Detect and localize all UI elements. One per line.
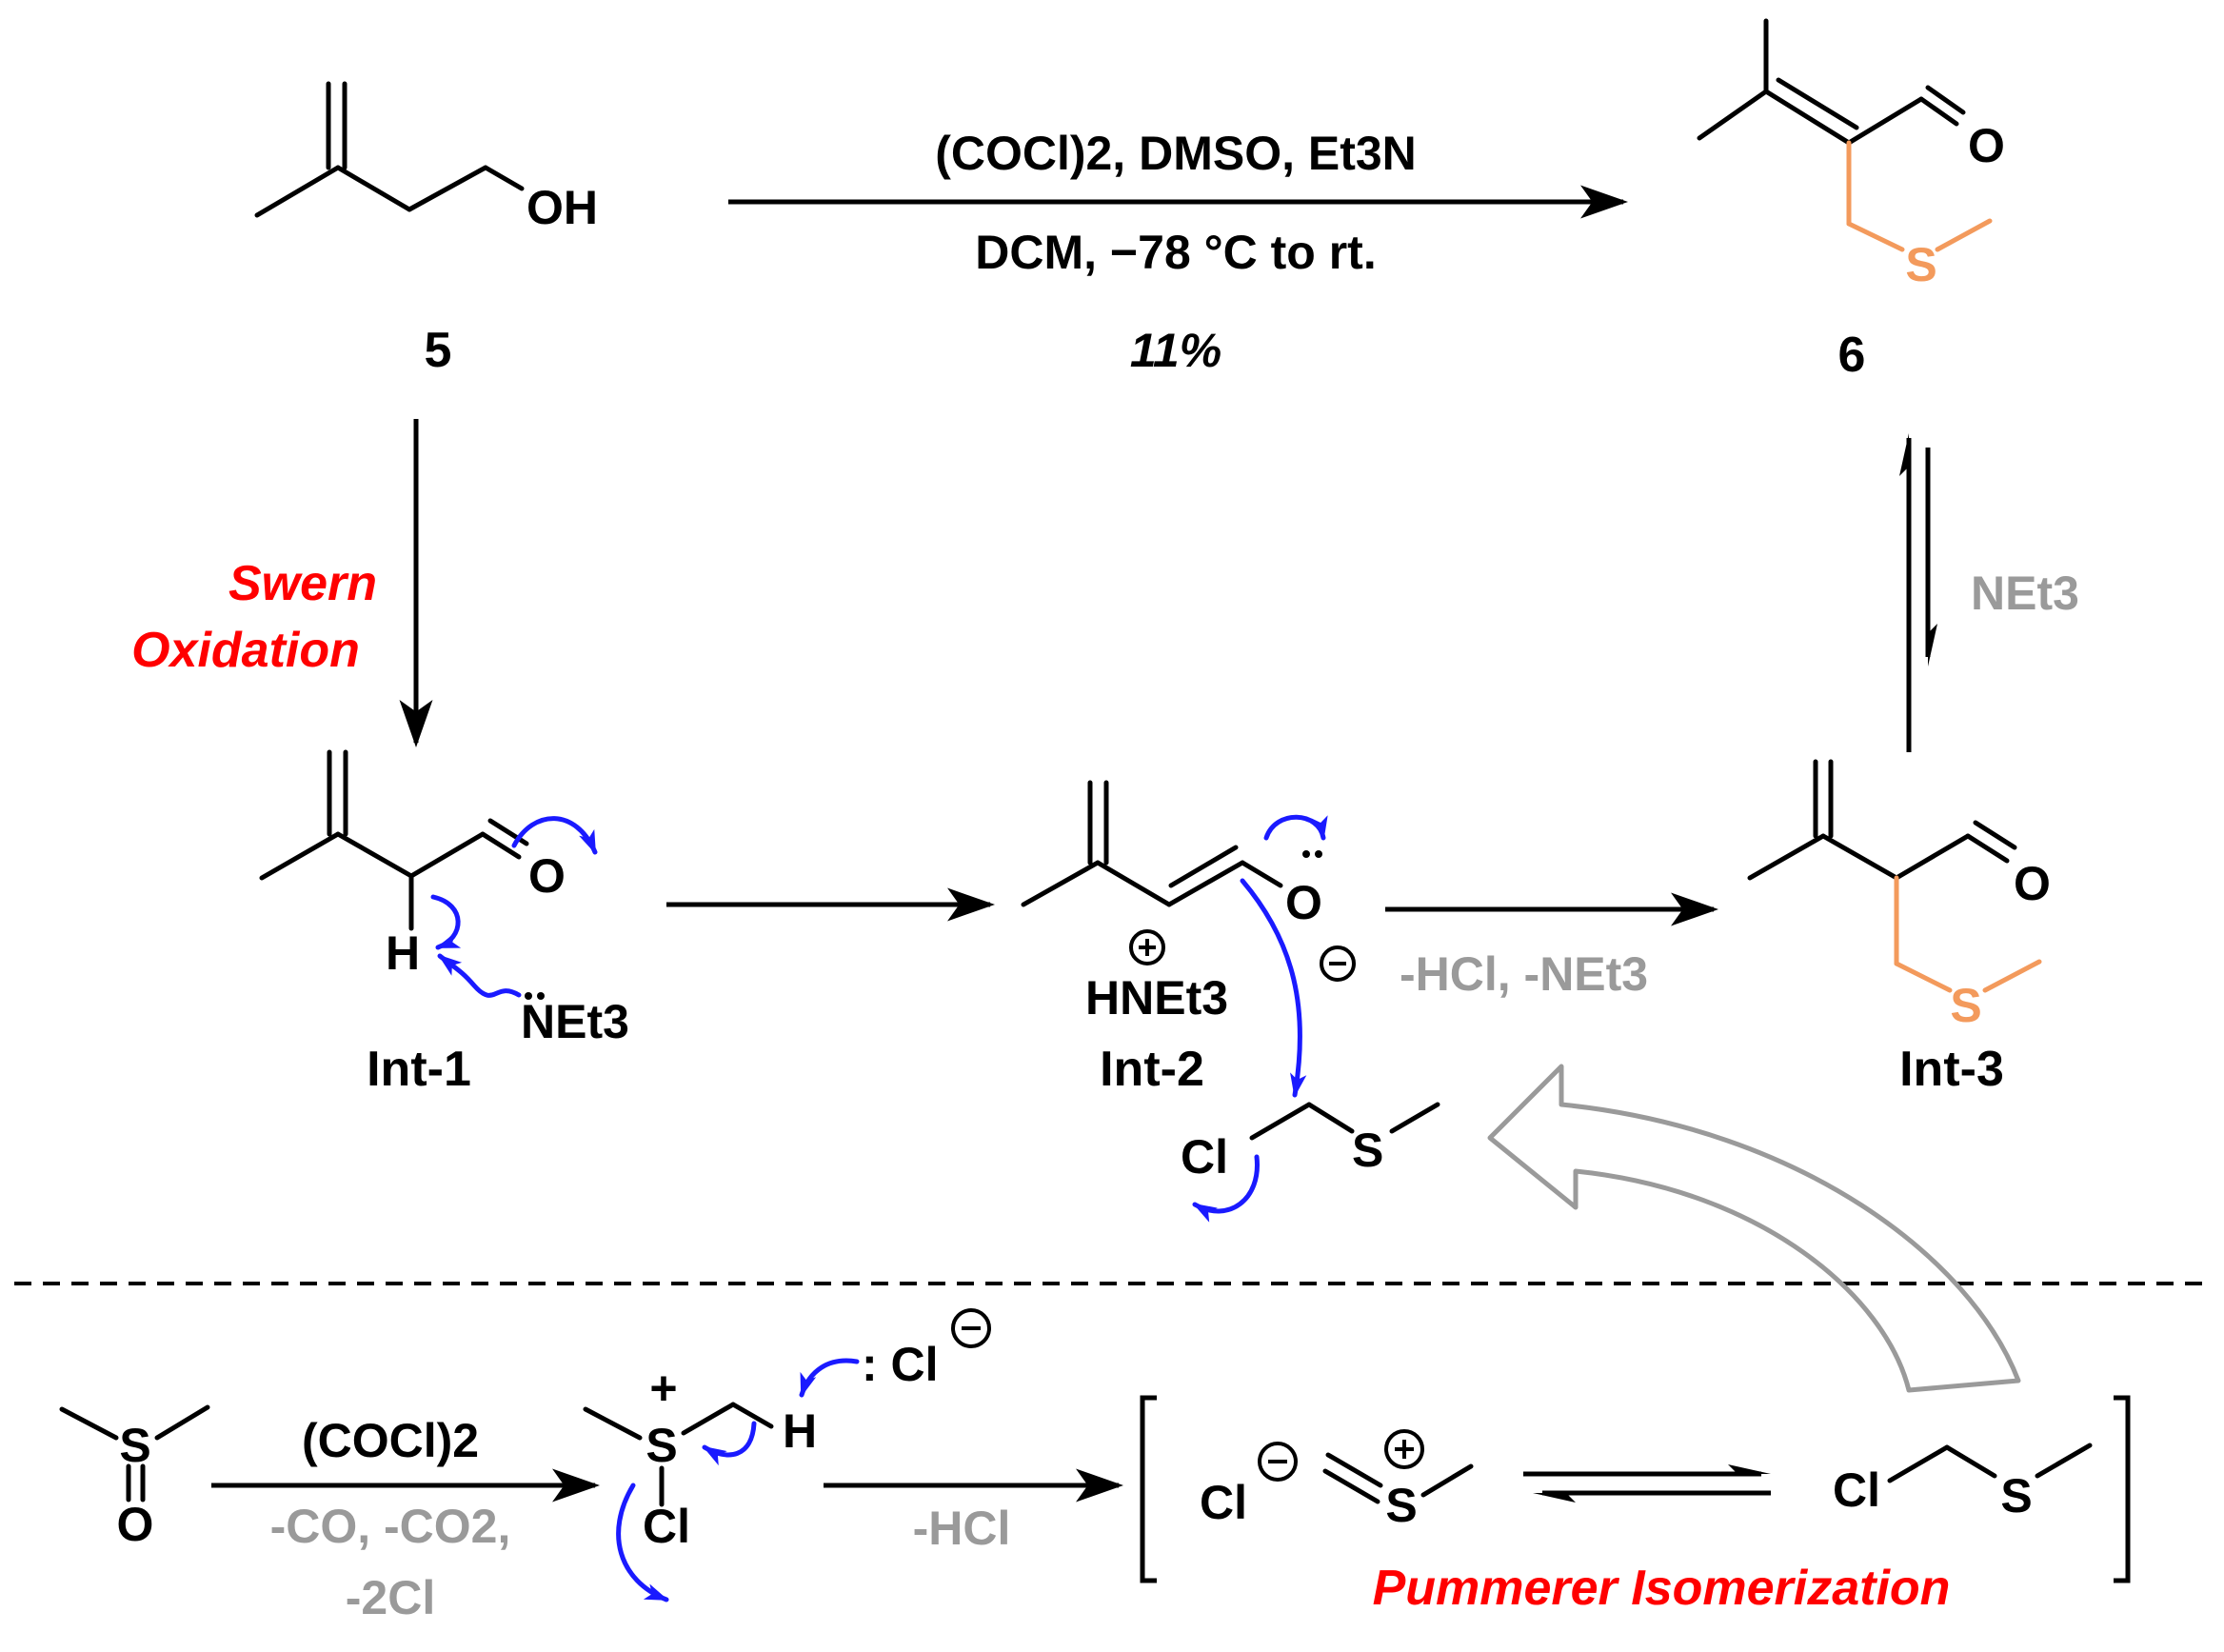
compound-6-label: 6 <box>1838 328 1866 383</box>
chlorosulfonium-sulfur: S <box>645 1419 677 1472</box>
chloromethyl-sulfur: S <box>1352 1124 1383 1177</box>
int-2-triethylammonium: HNEt3 <box>1085 971 1228 1025</box>
swern-label-line2: Oxidation <box>131 623 360 678</box>
left-bracket <box>1140 1395 1157 1583</box>
int-1-curly-arrows <box>430 816 598 998</box>
int-1-oxygen: O <box>528 849 566 903</box>
dmso-oxygen: O <box>117 1498 154 1551</box>
int-1-triethylamine: NEt3 <box>521 995 629 1048</box>
positive-charge-icon <box>1129 929 1165 965</box>
int3-6-equilibrium-arrows <box>1899 433 1937 752</box>
top-conditions: DCM, −78 °C to rt. <box>975 226 1376 279</box>
lone-pair-dot <box>1302 850 1310 858</box>
chloromethyl-chlorine: Cl <box>1181 1130 1228 1184</box>
int-1-hydrogen: H <box>386 926 420 980</box>
int-3-bonds <box>1747 759 2042 993</box>
compound-5-label: 5 <box>425 323 452 378</box>
int-3-sulfur: S <box>1950 979 1981 1032</box>
swern-label-line1: Swern <box>228 556 377 611</box>
pummerer-product: Cl S <box>1833 1443 2093 1523</box>
thionium-sulfur: S <box>1385 1479 1417 1532</box>
int-1-label: Int-1 <box>367 1042 471 1097</box>
int-2-bonds <box>1021 780 1283 907</box>
thionium-ion-pair: Cl S <box>1200 1429 1474 1532</box>
lone-pair-dot <box>525 992 532 1000</box>
right-bracket <box>2114 1395 2131 1583</box>
int2-int3-byproducts: -HCl, -NEt3 <box>1400 947 1648 1001</box>
equilibrium-reagent: NEt3 <box>1971 567 2079 620</box>
chlorosulfonium: S + Cl H : Cl <box>583 1308 991 1602</box>
chloromethyl-sulfide: Cl S <box>1181 1102 1440 1184</box>
lone-pair-dot <box>1315 850 1322 858</box>
compound-5-bonds <box>254 81 525 218</box>
elimination-byproduct: -HCl <box>913 1502 1011 1555</box>
int-2-label: Int-2 <box>1100 1042 1204 1097</box>
int-1-bonds <box>259 749 529 931</box>
pummerer-label: Pummerer Isomerization <box>1373 1561 1951 1616</box>
thionium-chloride: Cl <box>1200 1476 1247 1529</box>
compound-5: OH 5 <box>254 81 598 378</box>
compound-6-oxygen: O <box>1968 119 2005 172</box>
pummerer-equilibrium-arrows <box>1523 1464 1771 1503</box>
activation-byproducts-line2: -2Cl <box>346 1571 435 1624</box>
top-yield: 11% <box>1130 324 1221 377</box>
int-1: O H NEt3 Int-1 <box>259 749 629 1097</box>
int-3-oxygen: O <box>2014 857 2051 910</box>
chlorosulfonium-curly-arrows <box>616 1358 860 1602</box>
compound-6: O S 6 <box>1697 18 2005 383</box>
top-reagents: (COCl)2, DMSO, Et3N <box>935 127 1417 180</box>
compound-6-bonds <box>1697 18 1993 252</box>
dmso: S O <box>59 1404 210 1551</box>
negative-charge-icon <box>1258 1442 1298 1482</box>
dmso-sulfur: S <box>119 1419 150 1472</box>
negative-charge-icon <box>951 1308 991 1348</box>
chlorosulfonium-hydrogen: H <box>783 1404 817 1458</box>
positive-charge-icon <box>1384 1429 1424 1469</box>
hydroxyl-atom-label: OH <box>526 181 598 234</box>
plus-charge-icon: + <box>649 1362 677 1415</box>
activation-reagent: (COCl)2 <box>302 1414 479 1467</box>
compound-6-sulfur: S <box>1905 238 1936 291</box>
int-3: O S Int-3 <box>1747 759 2051 1097</box>
product-chlorine: Cl <box>1833 1463 1880 1517</box>
activation-byproducts-line1: -CO, -CO2, <box>270 1500 511 1553</box>
negative-charge-icon <box>1320 945 1356 982</box>
int-2-curly-arrows <box>1192 814 1328 1223</box>
int-2: O HNEt3 Int-2 Cl S <box>1021 780 1440 1223</box>
chlorosulfonium-chlorine: Cl <box>643 1500 690 1553</box>
transfer-arrow-icon <box>1487 1064 2021 1393</box>
lone-pair-dot <box>537 992 545 1000</box>
int-2-enolate-oxygen: O <box>1285 876 1322 929</box>
product-sulfur: S <box>2000 1469 2032 1523</box>
chloride-ion: : Cl <box>862 1338 939 1391</box>
int-3-label: Int-3 <box>1899 1042 2004 1097</box>
